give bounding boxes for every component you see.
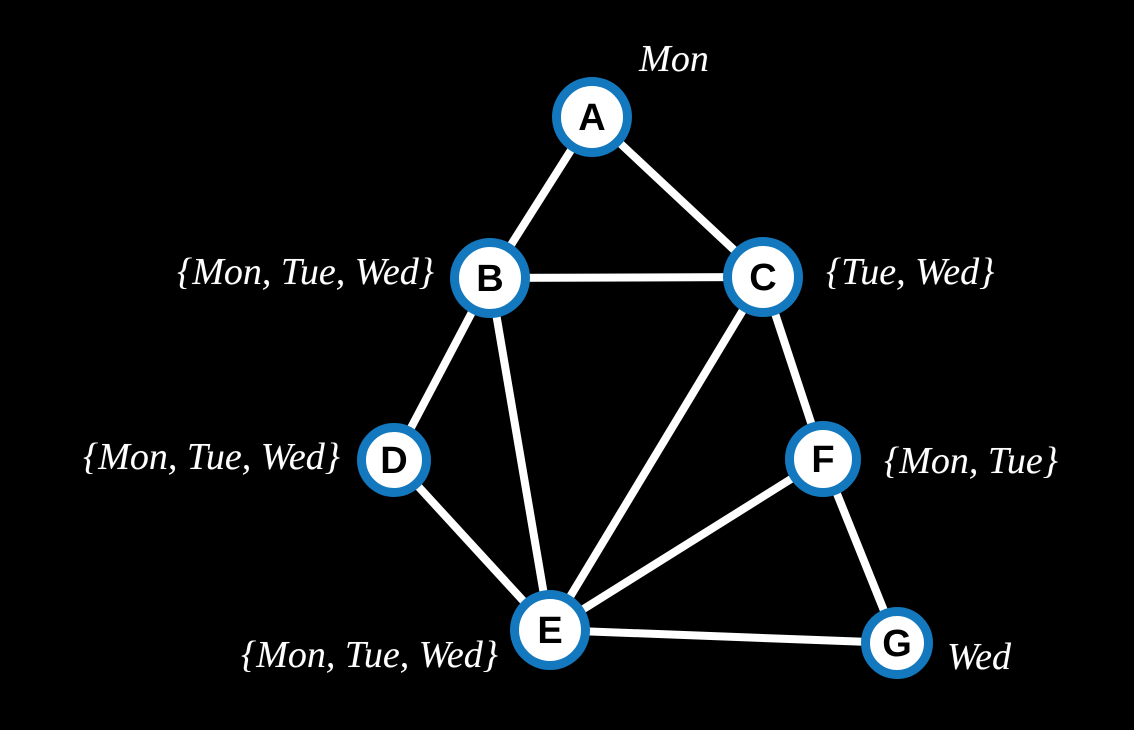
domain-label-f: {Mon, Tue} xyxy=(884,440,1058,482)
node-letter-f: F xyxy=(811,439,834,481)
node-letter-e: E xyxy=(537,610,562,652)
node-letter-b: B xyxy=(476,258,503,300)
domain-label-c: {Tue, Wed} xyxy=(826,251,995,293)
node-circle-e xyxy=(510,590,590,670)
node-letter-a: A xyxy=(578,97,605,139)
node-circle-b xyxy=(450,238,530,318)
graph-node-d[interactable]: D xyxy=(357,423,431,497)
graph-node-f[interactable]: F xyxy=(785,421,861,497)
node-circle-d xyxy=(357,423,431,497)
node-circle-g xyxy=(861,607,933,679)
edges-layer xyxy=(390,114,901,647)
node-letter-c: C xyxy=(749,257,776,299)
node-circle-f xyxy=(785,421,861,497)
node-circle-a xyxy=(552,77,632,157)
domain-label-g: Wed xyxy=(947,636,1012,678)
graph-node-b[interactable]: B xyxy=(450,238,530,318)
edge-e-f xyxy=(547,455,826,634)
node-letter-g: G xyxy=(882,623,912,665)
graph-node-g[interactable]: G xyxy=(861,607,933,679)
graph-node-c[interactable]: C xyxy=(723,237,803,317)
node-letter-d: D xyxy=(380,440,407,482)
graph-node-a[interactable]: A xyxy=(552,77,632,157)
edge-b-c xyxy=(489,273,764,282)
domain-label-a: Mon xyxy=(639,38,709,80)
domain-label-e: {Mon, Tue, Wed} xyxy=(241,634,498,676)
edge-e-g xyxy=(549,626,898,647)
domain-label-b: {Mon, Tue, Wed} xyxy=(177,251,434,293)
graph-node-e[interactable]: E xyxy=(510,590,590,670)
node-circle-c xyxy=(723,237,803,317)
edge-c-e xyxy=(546,274,767,633)
edge-b-e xyxy=(486,277,554,631)
domain-label-d: {Mon, Tue, Wed} xyxy=(83,436,340,478)
nodes-layer: A B C D E F G xyxy=(357,77,933,679)
